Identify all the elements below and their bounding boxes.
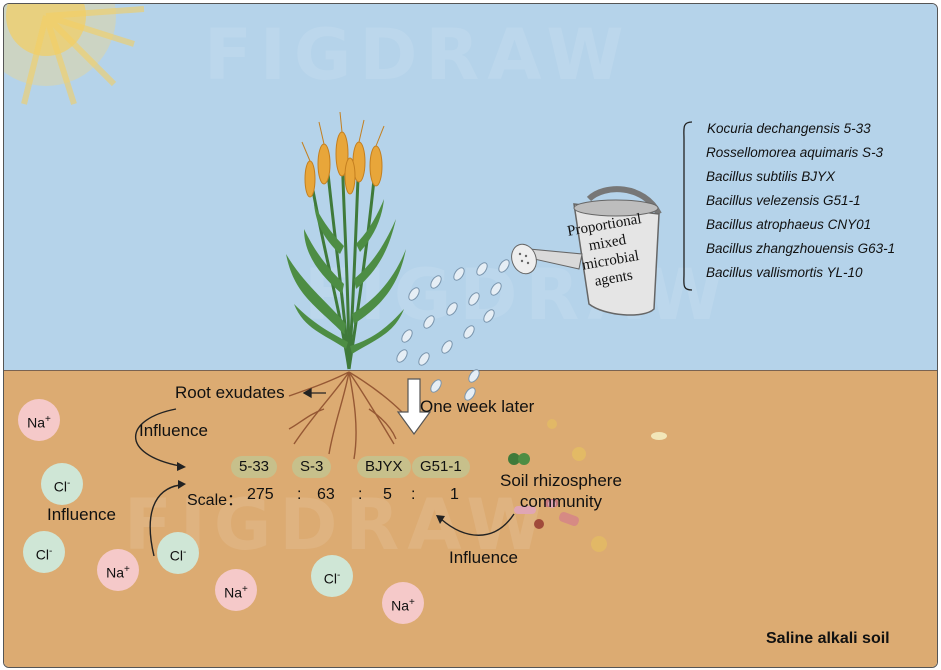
- influence-arrows: [135, 408, 515, 557]
- species-item: Bacillus subtilis BJYX: [706, 169, 836, 184]
- species-bracket: [683, 121, 693, 291]
- influence-label: Influence: [449, 548, 518, 567]
- ion-charge: -: [182, 547, 187, 558]
- root-exudates-arrow: [302, 387, 326, 399]
- scale-separator: :: [358, 486, 363, 503]
- watering-can-icon: [511, 186, 662, 316]
- watermark: FIGDRAW: [204, 14, 632, 96]
- water-droplets: [396, 259, 510, 401]
- scale-value: 63: [317, 486, 335, 503]
- scale-separator: :: [411, 486, 416, 503]
- strain-pill: 5-33: [231, 456, 278, 478]
- scale-value: 275: [247, 486, 274, 503]
- soil-community-label: Soil rhizosphere community: [500, 470, 622, 512]
- down-arrow-icon: [396, 378, 432, 436]
- influence-label: Influence: [139, 421, 208, 440]
- chloride-ion: Cl-: [23, 531, 65, 573]
- sun-icon: [4, 4, 145, 105]
- diagram-frame: FIGDRAW FIGDRAW FIGDRAW: [3, 3, 938, 668]
- species-item: Bacillus atrophaeus CNY01: [706, 217, 872, 232]
- diagram-artwork: [4, 4, 693, 557]
- soil-microbes-icon: [508, 419, 667, 552]
- ion-charge: -: [66, 478, 71, 489]
- chloride-ion: Cl-: [311, 555, 353, 597]
- root-exudates-label: Root exudates: [175, 383, 285, 402]
- sodium-ion: Na+: [215, 569, 257, 611]
- scale-value: 5: [383, 486, 392, 503]
- plant-roots-icon: [288, 371, 405, 460]
- ion-symbol: Cl: [169, 547, 183, 564]
- scale-value: 1: [450, 486, 459, 503]
- influence-label: Influence: [47, 505, 116, 524]
- ion-symbol: Cl: [35, 546, 49, 563]
- species-item: Bacillus vallismortis YL-10: [706, 265, 863, 280]
- ion-charge: +: [409, 597, 415, 608]
- ion-charge: -: [336, 570, 341, 581]
- strain-pill: BJYX: [357, 456, 411, 478]
- chloride-ion: Cl-: [157, 532, 199, 574]
- ion-charge: +: [242, 584, 248, 595]
- one-week-later-label: One week later: [420, 397, 535, 416]
- soil-community-line: community: [519, 492, 603, 511]
- wheat-plant-icon: [286, 111, 406, 370]
- ion-symbol: Na: [106, 564, 125, 581]
- species-item: Bacillus velezensis G51-1: [706, 193, 861, 208]
- species-item: Rossellomorea aquimaris S-3: [706, 145, 884, 160]
- soil-region: [4, 370, 937, 667]
- ion-symbol: Na: [27, 414, 46, 431]
- scale-label: Scale：: [187, 492, 244, 509]
- sodium-ion: Na+: [18, 399, 60, 441]
- ion-charge: +: [124, 564, 130, 575]
- soil-community-line: Soil rhizosphere: [500, 471, 622, 490]
- sky-region: [4, 4, 937, 370]
- ion-symbol: Na: [391, 597, 410, 614]
- strain-pill: G51-1: [412, 456, 470, 478]
- ion-charge: -: [48, 546, 53, 557]
- species-item: Bacillus zhangzhouensis G63-1: [706, 241, 896, 256]
- ion-charge: +: [45, 414, 51, 425]
- soil-type-label: Saline alkali soil: [766, 630, 890, 647]
- strain-pill: S-3: [292, 456, 332, 478]
- chloride-ion: Cl-: [41, 463, 83, 505]
- ion-symbol: Na: [224, 584, 243, 601]
- ion-symbol: Cl: [323, 570, 337, 587]
- sodium-ion: Na+: [97, 549, 139, 591]
- species-item: Kocuria dechangensis 5-33: [707, 121, 871, 136]
- scale-separator: :: [297, 486, 302, 503]
- sodium-ion: Na+: [382, 582, 424, 624]
- ion-symbol: Cl: [53, 478, 67, 495]
